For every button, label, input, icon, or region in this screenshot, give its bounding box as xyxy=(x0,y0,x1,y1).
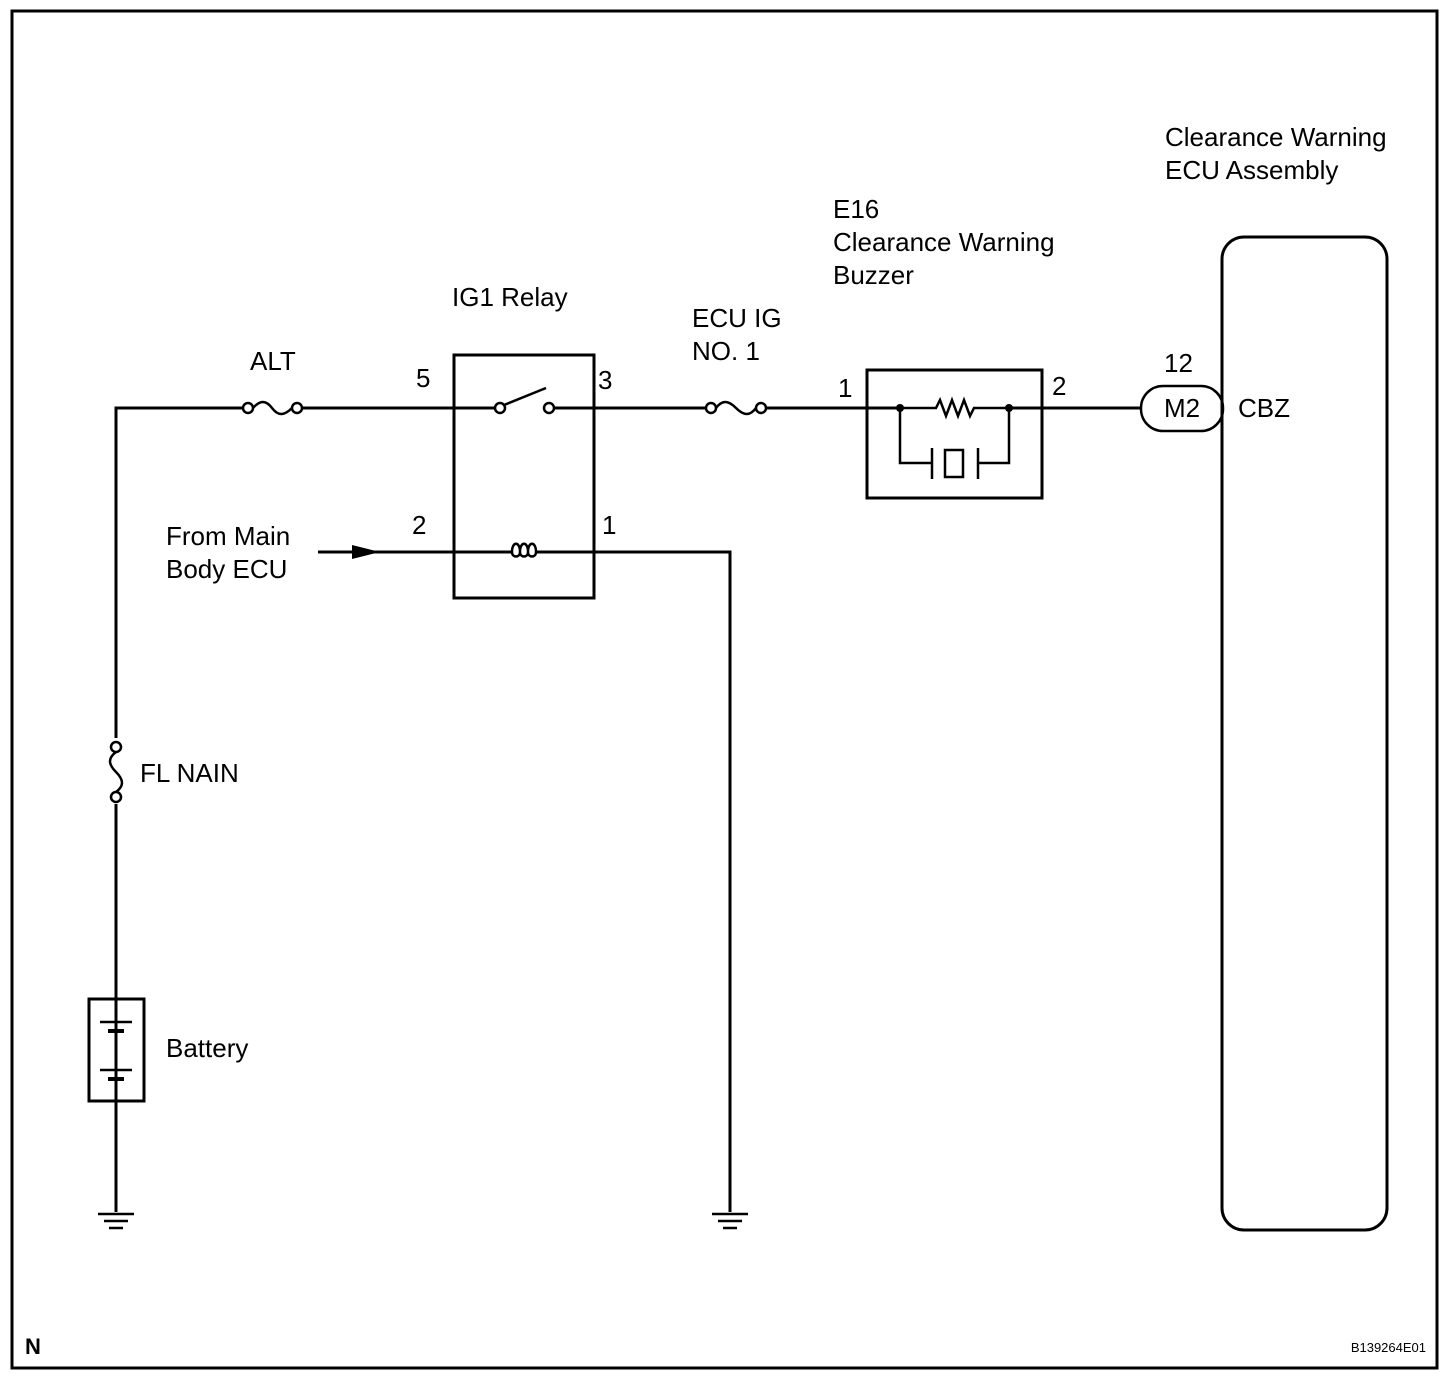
alt-fuse-icon xyxy=(241,400,304,416)
buzzer-pin-1: 1 xyxy=(838,373,852,403)
diagram-frame xyxy=(10,9,1439,1370)
ig1-relay-label: IG1 Relay xyxy=(452,282,568,312)
figure-code: B139264E01 xyxy=(1351,1340,1426,1355)
ecu-ig-label-line1: ECU IG xyxy=(692,303,782,333)
ecu-pin-number: 12 xyxy=(1164,348,1193,378)
alt-fuse-label: ALT xyxy=(250,346,296,376)
main-power-wire xyxy=(114,406,246,1212)
buzzer-label-line1: Clearance Warning xyxy=(833,227,1055,257)
battery-icon xyxy=(100,999,132,1101)
buzzer-box xyxy=(865,368,1044,500)
ecu-ig-fuse-icon xyxy=(704,400,768,416)
buzzer-code-label: E16 xyxy=(833,194,879,224)
battery-ground-icon xyxy=(98,1212,134,1230)
relay-switch-icon xyxy=(493,386,556,415)
ecu-assembly-label-line1: Clearance Warning xyxy=(1165,122,1387,152)
arrow-icon xyxy=(352,545,380,559)
buzzer-pin-2: 2 xyxy=(1052,371,1066,401)
relay-coil-icon xyxy=(510,542,538,558)
corner-mark: N xyxy=(25,1334,41,1359)
ecu-assembly-box xyxy=(1220,235,1389,1232)
from-main-label-line1: From Main xyxy=(166,521,290,551)
connector-label: M2 xyxy=(1164,393,1200,423)
relay-pin-1: 1 xyxy=(602,510,616,540)
battery-label: Battery xyxy=(166,1033,248,1063)
fl-main-fuse-icon xyxy=(108,740,124,804)
ecu-ig-label-line2: NO. 1 xyxy=(692,336,760,366)
relay-pin-3: 3 xyxy=(598,365,612,395)
buzzer-internal-icon xyxy=(896,396,1013,479)
buzzer-label-line2: Buzzer xyxy=(833,260,914,290)
coil-ground-wire xyxy=(536,550,732,1212)
ecu-assembly-label-line2: ECU Assembly xyxy=(1165,155,1338,185)
ecu-terminal-label: CBZ xyxy=(1238,393,1290,423)
relay-pin-5: 5 xyxy=(416,363,430,393)
ig1-relay-box xyxy=(452,353,596,600)
fl-main-fuse-label: FL NAIN xyxy=(140,758,239,788)
relay-pin-2: 2 xyxy=(412,510,426,540)
relay-ground-icon xyxy=(712,1212,748,1230)
from-main-label-line2: Body ECU xyxy=(166,554,287,584)
